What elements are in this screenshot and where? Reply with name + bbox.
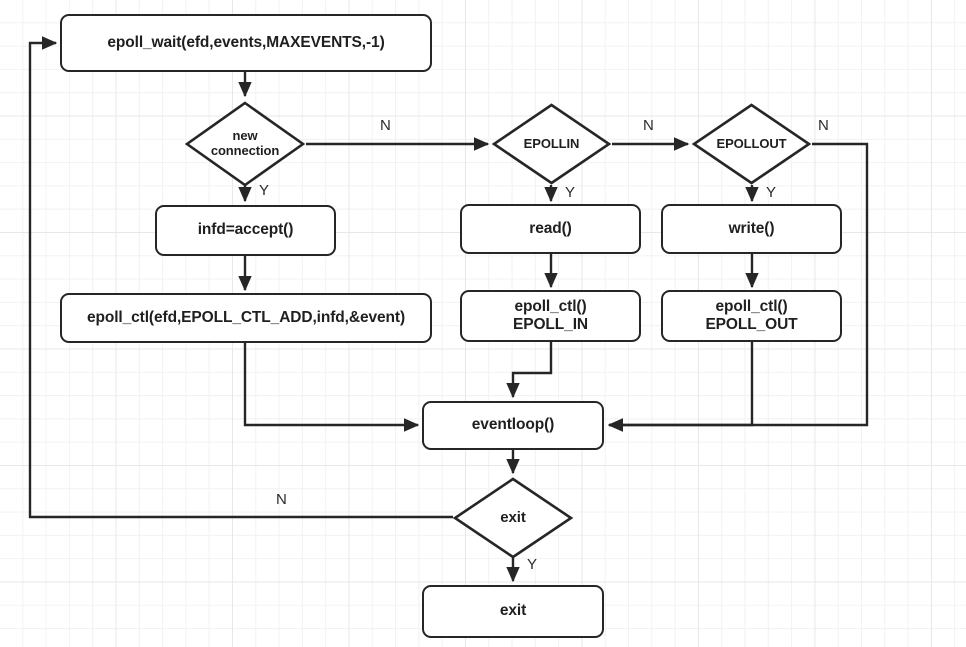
- node-exit-terminal-label: exit: [499, 602, 527, 620]
- edge-label-epollout-y: Y: [766, 184, 777, 201]
- diamond-shape-epollin: [491, 103, 612, 185]
- node-epoll-ctl-out[interactable]: epoll_ctl() EPOLL_OUT: [661, 290, 842, 342]
- edge-label-new-connection-n: N: [380, 117, 391, 134]
- node-new-connection-label-wrap: new connection: [210, 128, 280, 159]
- node-epoll-ctl-add[interactable]: epoll_ctl(efd,EPOLL_CTL_ADD,infd,&event): [60, 293, 432, 343]
- edge-label-new-connection-y: Y: [259, 182, 270, 199]
- node-exit-terminal[interactable]: exit: [422, 585, 604, 638]
- edge-epollctlin-to-eventloop: [506, 341, 553, 399]
- node-exit-decision-label: exit: [500, 509, 526, 527]
- node-epoll-ctl-out-label-wrap: epoll_ctl() EPOLL_OUT: [705, 298, 797, 335]
- node-new-connection[interactable]: new connection: [184, 100, 306, 188]
- node-write-label: write(): [728, 219, 775, 237]
- edge-epollctladd-to-eventloop: [243, 343, 420, 432]
- node-infd-accept[interactable]: infd=accept(): [155, 205, 336, 256]
- node-epoll-wait[interactable]: epoll_wait(efd,events,MAXEVENTS,-1): [60, 14, 432, 72]
- edge-label-exit-n: N: [276, 491, 287, 508]
- node-read-label: read(): [529, 219, 572, 237]
- node-write[interactable]: write(): [661, 204, 842, 254]
- node-eventloop[interactable]: eventloop(): [422, 401, 604, 450]
- node-new-connection-label-line1: new: [232, 128, 258, 144]
- node-read[interactable]: read(): [460, 204, 641, 254]
- edge-epollout-no-to-eventloop: [607, 142, 869, 432]
- node-epollout-label: EPOLLOUT: [716, 135, 787, 151]
- node-epollin-label: EPOLLIN: [523, 135, 580, 151]
- edge-label-exit-y: Y: [527, 556, 538, 573]
- edge-label-epollin-y: Y: [565, 184, 576, 201]
- node-epoll-ctl-out-label-line2: EPOLL_OUT: [705, 316, 798, 333]
- node-epollout[interactable]: EPOLLOUT: [691, 102, 812, 186]
- node-epoll-ctl-in-label-wrap: epoll_ctl() EPOLL_IN: [513, 298, 588, 335]
- node-infd-accept-label: infd=accept(): [197, 221, 294, 239]
- node-epollin[interactable]: EPOLLIN: [491, 102, 612, 186]
- edge-label-epollin-n: N: [643, 117, 654, 134]
- node-epoll-wait-label: epoll_wait(efd,events,MAXEVENTS,-1): [107, 33, 385, 51]
- node-epoll-ctl-add-label: epoll_ctl(efd,EPOLL_CTL_ADD,infd,&event): [86, 308, 406, 326]
- node-epoll-ctl-in-label-line2: EPOLL_IN: [513, 316, 588, 333]
- node-epoll-ctl-in[interactable]: epoll_ctl() EPOLL_IN: [460, 290, 641, 342]
- node-new-connection-label-line2: connection: [210, 143, 280, 158]
- edge-epollctlout-to-eventloop: [607, 341, 754, 432]
- node-eventloop-label: eventloop(): [471, 416, 555, 434]
- diamond-shape-exit: [452, 477, 574, 559]
- node-epoll-ctl-in-label-line1: epoll_ctl(): [514, 297, 587, 315]
- node-exit-decision[interactable]: exit: [452, 476, 574, 560]
- edge-label-epollout-n: N: [818, 117, 829, 134]
- node-epoll-ctl-out-label-line1: epoll_ctl(): [715, 297, 788, 315]
